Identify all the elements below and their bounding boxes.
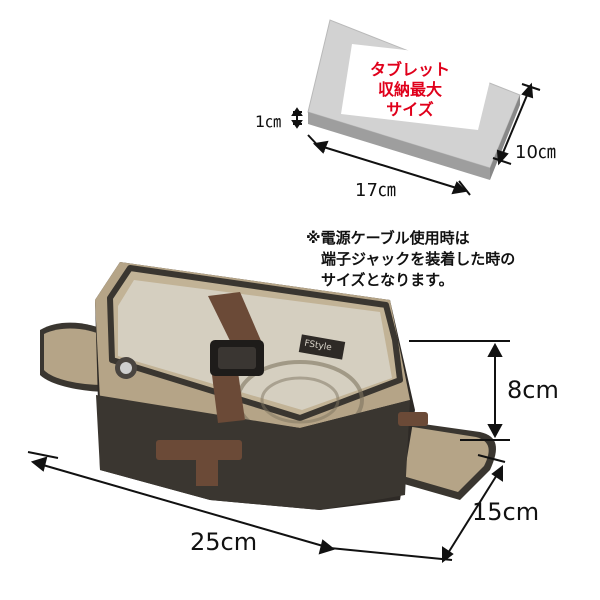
- bag-width-label: 25cm: [190, 528, 258, 556]
- tablet-label-line: サイズ: [386, 100, 434, 119]
- tablet-label-line: タブレット: [369, 60, 450, 79]
- tablet-thickness-label: 1㎝: [255, 112, 282, 131]
- tablet-capacity-label: タブレット 収納最大 サイズ: [360, 60, 460, 120]
- bag-dimension-lines: [27, 340, 510, 564]
- note-line: 端子ジャックを装着した時の: [306, 250, 516, 268]
- note-line: サイズとなります。: [306, 271, 454, 289]
- bag-illustration: [40, 262, 496, 510]
- tablet-dimension-lines: [291, 82, 541, 196]
- tablet-box: [307, 19, 521, 180]
- bag-depth-label: 15cm: [472, 498, 540, 526]
- tablet-width-label: 17㎝: [355, 180, 396, 201]
- power-cable-note: ※電源ケーブル使用時は 端子ジャックを装着した時の サイズとなります。: [306, 228, 515, 291]
- tablet-label-line: 収納最大: [377, 80, 442, 99]
- note-line: ※電源ケーブル使用時は: [306, 229, 470, 247]
- tablet-depth-label: 10㎝: [515, 142, 556, 163]
- bag-height-label: 8cm: [507, 376, 559, 404]
